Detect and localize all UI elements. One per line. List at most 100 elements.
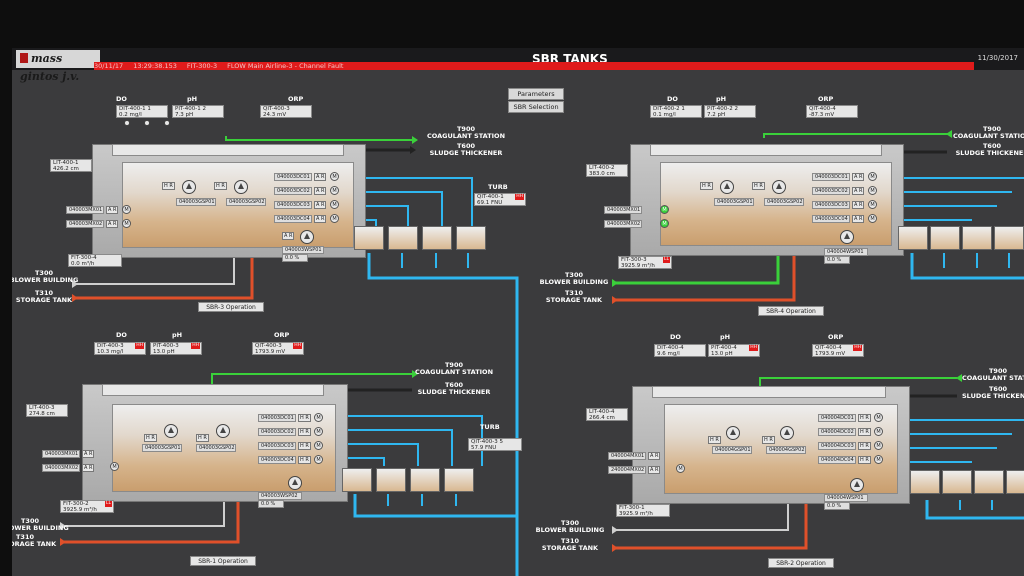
sbr4-mixer1-label: 040003MX01: [604, 206, 642, 214]
sbr3-mixer2-motor-icon[interactable]: M: [122, 219, 131, 228]
sbr2-mixer2-mode[interactable]: A R: [648, 466, 661, 474]
sbr1-mixer-motor-icon[interactable]: M: [110, 462, 119, 471]
sbr1-valve1-motor-icon[interactable]: M: [314, 413, 323, 422]
sbr2-pump2-mode[interactable]: H R: [762, 436, 775, 444]
sbr2-pump1-mode[interactable]: H R: [708, 436, 721, 444]
sbr2-wsp-pump-icon[interactable]: [850, 478, 864, 492]
sbr3-pump2-mode[interactable]: H R: [214, 182, 227, 190]
sbr4-pump1-icon[interactable]: [720, 180, 734, 194]
sbr4-pump2-icon[interactable]: [772, 180, 786, 194]
sbr3-valve4-mode[interactable]: A R: [314, 215, 327, 223]
sbr4-valve4-mode[interactable]: A R: [852, 215, 865, 223]
sbr3-mixer1-mode[interactable]: A R: [106, 206, 119, 214]
sbr4-valve3-motor-icon[interactable]: M: [868, 200, 877, 209]
sbr3-valve1-mode[interactable]: A R: [314, 173, 327, 181]
sbr1-valve2-motor-icon[interactable]: M: [314, 427, 323, 436]
sbr4-valve2-mode[interactable]: A R: [852, 187, 865, 195]
sbr3-valve1-motor-icon[interactable]: M: [330, 172, 339, 181]
parameters-button[interactable]: Parameters: [508, 88, 564, 100]
sbr2-valve1-mode[interactable]: H R: [858, 414, 871, 422]
sbr1-pump1-icon[interactable]: [164, 424, 178, 438]
sbr4-mixer2-motor-icon[interactable]: M: [660, 219, 669, 228]
sbr2-valve3-mode[interactable]: H R: [858, 442, 871, 450]
sbr4-mixer1-motor-icon[interactable]: M: [660, 205, 669, 214]
sbr3-valve2-motor-icon[interactable]: M: [330, 186, 339, 195]
sbr2-valve4-motor-icon[interactable]: M: [874, 455, 883, 464]
sbr4-orp-tag[interactable]: QIT-400-4-87.3 mV: [806, 105, 858, 118]
sbr4-pump1-mode[interactable]: H R: [700, 182, 713, 190]
sbr1-pump2-mode[interactable]: H R: [196, 434, 209, 442]
sbr3-pump1-mode[interactable]: H R: [162, 182, 175, 190]
sbr4-valve1-motor-icon[interactable]: M: [868, 172, 877, 181]
sbr2-valve4-mode[interactable]: H R: [858, 456, 871, 464]
sbr2-valve2-mode[interactable]: H R: [858, 428, 871, 436]
alarm-date: 30/11/17: [94, 62, 124, 70]
sbr2-valve1-motor-icon[interactable]: M: [874, 413, 883, 422]
sbr3-mixer2-mode[interactable]: A R: [106, 220, 119, 228]
sbr1-valve2-mode[interactable]: H R: [298, 428, 311, 436]
sbr4-valve4-motor-icon[interactable]: M: [868, 214, 877, 223]
sbr4-pump2-mode[interactable]: H R: [752, 182, 765, 190]
sbr3-valve2-mode[interactable]: A R: [314, 187, 327, 195]
sbr3-pump1-icon[interactable]: [182, 180, 196, 194]
sbr3-valve3-mode[interactable]: A R: [314, 201, 327, 209]
sbr1-pump1-mode[interactable]: H R: [144, 434, 157, 442]
sbr3-pump2-icon[interactable]: [234, 180, 248, 194]
sbr2-valve2-motor-icon[interactable]: M: [874, 427, 883, 436]
sbr1-valve3-motor-icon[interactable]: M: [314, 441, 323, 450]
sbr1-mixer2-mode[interactable]: A R: [82, 464, 95, 472]
sbr4-valve1-mode[interactable]: A R: [852, 173, 865, 181]
sbr4-valve3-mode[interactable]: A R: [852, 201, 865, 209]
sbr1-valve4-mode[interactable]: H R: [298, 456, 311, 464]
sbr2-mixer1-mode[interactable]: A R: [648, 452, 661, 460]
sbr4-wsp-pump-icon[interactable]: [840, 230, 854, 244]
sbr4-operation-button[interactable]: SBR-4 Operation: [758, 306, 824, 316]
sbr3-valve4-motor-icon[interactable]: M: [330, 214, 339, 223]
sbr1-operation-button[interactable]: SBR-1 Operation: [190, 556, 256, 566]
sbr4-ph-label: pH: [716, 95, 727, 103]
sbr1-valve1-mode[interactable]: H R: [298, 414, 311, 422]
sbr2-pump2-icon[interactable]: [780, 426, 794, 440]
sbr1-pump2-icon[interactable]: [216, 424, 230, 438]
sbr2-operation-button[interactable]: SBR-2 Operation: [768, 558, 834, 568]
sbr2-pump1-icon[interactable]: [726, 426, 740, 440]
sbr1-valve4-motor-icon[interactable]: M: [314, 455, 323, 464]
sbr1-mixer1-mode[interactable]: A R: [82, 450, 95, 458]
sbr3-mixer1-motor-icon[interactable]: M: [122, 205, 131, 214]
sbr2-valve3-motor-icon[interactable]: M: [874, 441, 883, 450]
sbr4-valve2-motor-icon[interactable]: M: [868, 186, 877, 195]
sbr3-valve3-motor-icon[interactable]: M: [330, 200, 339, 209]
sbr2-mixer-motor-icon[interactable]: M: [676, 464, 685, 473]
sbr3-wsp-pump-icon[interactable]: [300, 230, 314, 244]
sbr3-operation-button[interactable]: SBR-3 Operation: [198, 302, 264, 312]
sbr1-valve3-mode[interactable]: H R: [298, 442, 311, 450]
sbr1-wsp-pump-icon[interactable]: [288, 476, 302, 490]
sbr-selection-button[interactable]: SBR Selection: [508, 101, 564, 113]
sbr3-wsp-mode[interactable]: A R: [282, 232, 295, 240]
